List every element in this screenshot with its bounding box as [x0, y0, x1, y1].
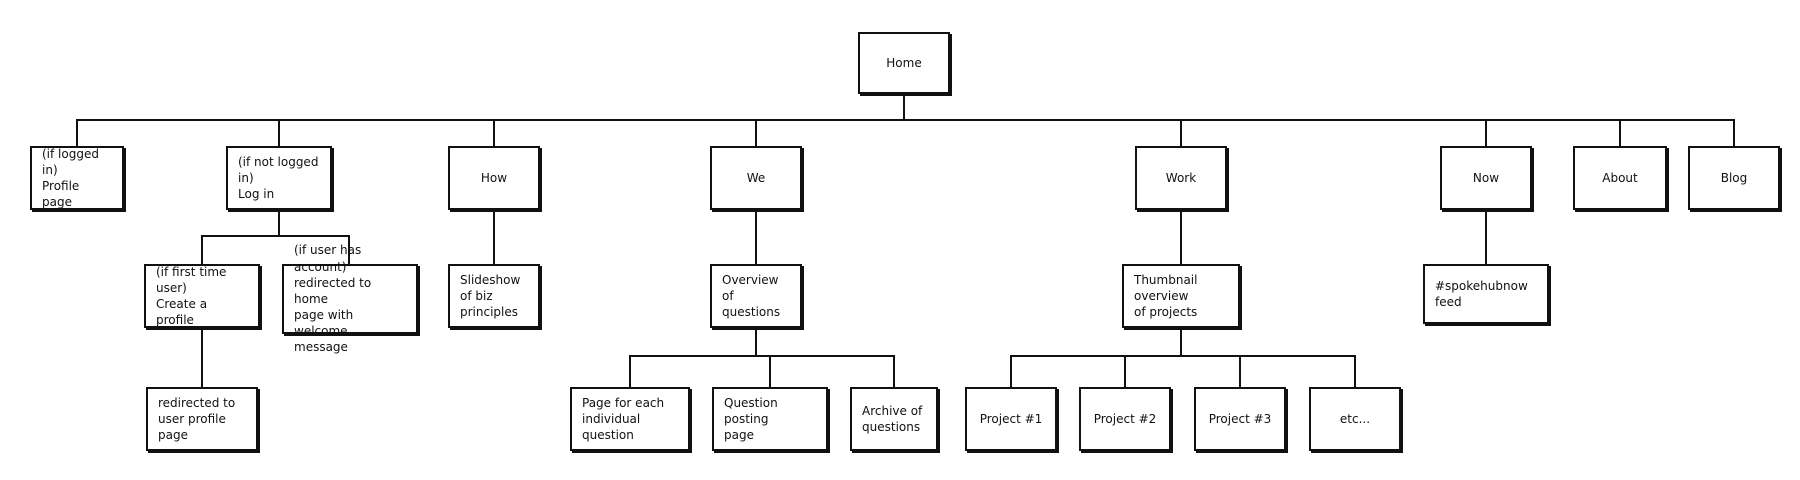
- node-we: We: [710, 146, 802, 210]
- node-profile-page: (if logged in) Profile page: [30, 146, 124, 210]
- node-spokehubnow-feed: #spokehubnow feed: [1423, 264, 1549, 324]
- node-etc: etc...: [1309, 387, 1401, 451]
- node-about: About: [1573, 146, 1667, 210]
- node-project-1: Project #1: [965, 387, 1057, 451]
- node-has-account: (if user has account) redirected to home…: [282, 243, 418, 354]
- node-project-3: Project #3: [1194, 387, 1286, 451]
- node-page-each-question: Page for each individual question: [570, 387, 690, 451]
- node-overview-questions: Overview of questions: [710, 264, 802, 328]
- node-how: How: [448, 146, 540, 210]
- node-project-2: Project #2: [1079, 387, 1171, 451]
- node-question-posting: Question posting page: [712, 387, 828, 451]
- node-home: Home: [858, 32, 950, 94]
- node-thumbnail-projects: Thumbnail overview of projects: [1122, 264, 1240, 328]
- node-blog: Blog: [1688, 146, 1780, 210]
- node-user-profile-page: redirected to user profile page: [146, 387, 258, 451]
- node-log-in: (if not logged in) Log in: [226, 146, 332, 210]
- node-work: Work: [1135, 146, 1227, 210]
- node-slideshow: Slideshow of biz principles: [448, 264, 540, 328]
- node-archive-questions: Archive of questions: [850, 387, 938, 451]
- node-create-profile: (if first time user) Create a profile: [144, 264, 260, 328]
- node-now: Now: [1440, 146, 1532, 210]
